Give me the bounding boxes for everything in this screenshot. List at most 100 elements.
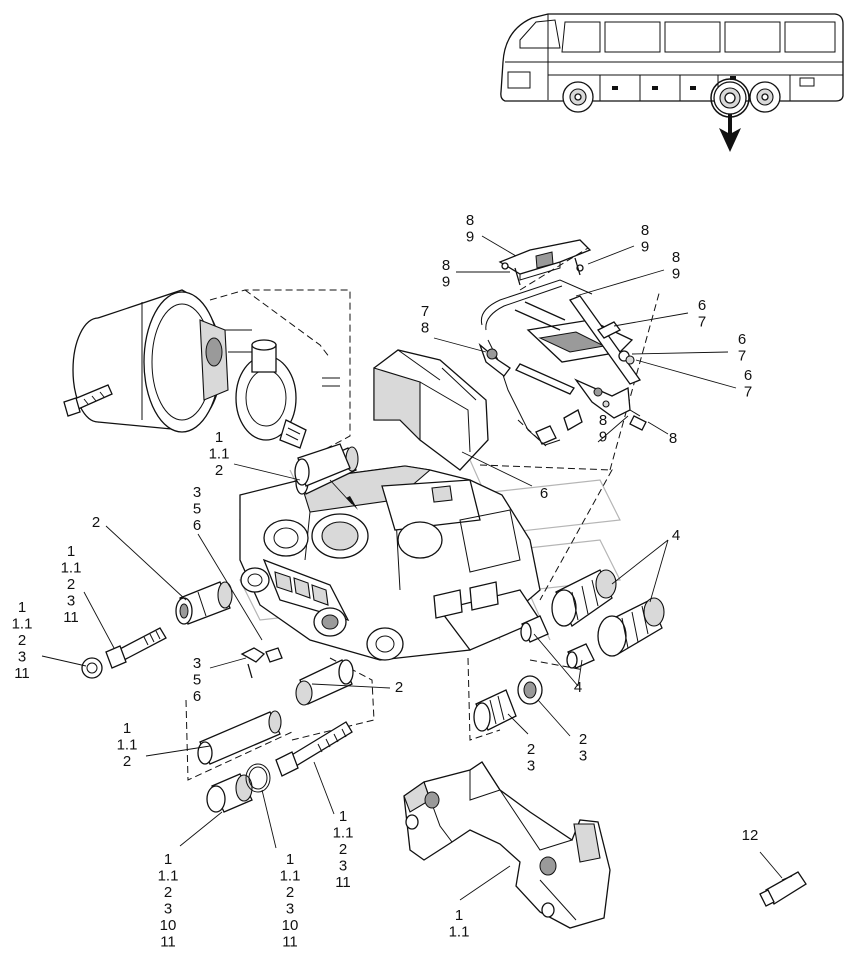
callout-line: 6: [540, 485, 548, 502]
callout-line: 6: [738, 331, 746, 348]
callout-c28: 12: [742, 827, 759, 844]
cap-part: [206, 773, 253, 813]
grease-nipple-part: [240, 647, 283, 679]
callout-line: 3: [18, 649, 26, 666]
callout-line: 2: [67, 576, 75, 593]
bush-small-2-part: [566, 643, 595, 669]
bellows-boot-part-3: [473, 689, 517, 732]
callout-line: 1.1: [158, 868, 179, 885]
location-arrow-icon: [719, 114, 741, 152]
callout-line: 11: [14, 665, 30, 682]
callout-line: 3: [527, 758, 535, 775]
callout-line: 11: [335, 874, 351, 891]
callout-line: 1.1: [209, 446, 230, 463]
washer-part: [81, 657, 103, 679]
callout-line: 1: [339, 808, 347, 825]
callout-line: 5: [193, 672, 201, 689]
callout-line: 8: [669, 430, 677, 447]
callout-line: 6: [193, 517, 201, 534]
callout-c11: 6: [540, 485, 548, 502]
callout-line: 2: [18, 632, 26, 649]
callout-line: 3: [339, 858, 347, 875]
callout-line: 3: [193, 655, 201, 672]
callout-line: 11: [282, 934, 298, 951]
brake-caliper-housing-part: [239, 465, 541, 661]
callout-line: 8: [641, 222, 649, 239]
bus-locator-illustration: [500, 13, 844, 152]
guide-bush-part: [175, 581, 233, 625]
bellows-boot-part-2: [597, 597, 665, 657]
callout-line: 10: [282, 917, 299, 934]
boot-ring-part: [517, 675, 543, 705]
o-ring-part: [245, 763, 271, 793]
callout-c14: 2: [92, 514, 100, 531]
callout-line: 3: [164, 901, 172, 918]
callout-line: 7: [698, 314, 706, 331]
brake-pad-part: [373, 349, 489, 471]
callout-line: 2: [579, 731, 587, 748]
callout-line: 7: [744, 384, 752, 401]
callout-line: 1: [123, 720, 131, 737]
callout-line: 11: [63, 609, 79, 626]
lower-bolt-part: [275, 721, 353, 777]
callout-line: 2: [92, 514, 100, 531]
lower-bush-part: [295, 659, 354, 706]
sensor-cable-part: [478, 279, 593, 446]
rear-wheel-highlighted-icon: [710, 78, 750, 118]
callout-line: 11: [160, 934, 176, 951]
spring-clip-part: [618, 350, 635, 365]
callout-line: 4: [672, 527, 680, 544]
grease-tube-part: [759, 871, 807, 907]
callout-line: 2: [215, 462, 223, 479]
callout-line: 1: [455, 907, 463, 924]
bolt-part: [629, 409, 647, 431]
boot-dash-outline: [467, 657, 585, 741]
callout-line: 7: [738, 348, 746, 365]
brake-carrier-part: [403, 761, 611, 929]
callout-line: 1.1: [61, 560, 82, 577]
callout-c20: 4: [672, 527, 680, 544]
callout-line: 8: [442, 257, 450, 274]
callout-line: 4: [574, 679, 582, 696]
callout-line: 5: [193, 501, 201, 518]
callout-line: 9: [672, 266, 680, 283]
callout-line: 2: [527, 741, 535, 758]
callout-line: 3: [193, 484, 201, 501]
callout-line: 1: [18, 599, 26, 616]
wear-sensor-plate-part: [514, 295, 642, 385]
callout-line: 1.1: [280, 868, 301, 885]
callout-line: 2: [123, 753, 131, 770]
callout-line: 2: [395, 679, 403, 696]
callout-line: 1: [164, 851, 172, 868]
guide-sleeve-part: [294, 443, 351, 487]
callout-line: 1.1: [449, 924, 470, 941]
callout-line: 8: [421, 320, 429, 337]
callout-line: 10: [160, 917, 177, 934]
callout-line: 3: [67, 593, 75, 610]
front-wheel-icon: [562, 81, 594, 113]
callout-line: 1.1: [333, 825, 354, 842]
callout-line: 3: [286, 901, 294, 918]
callout-c18: 2: [395, 679, 403, 696]
callout-line: 8: [672, 249, 680, 266]
leader-lines: [41, 235, 783, 901]
callout-line: 1: [67, 543, 75, 560]
callout-line: 6: [744, 367, 752, 384]
